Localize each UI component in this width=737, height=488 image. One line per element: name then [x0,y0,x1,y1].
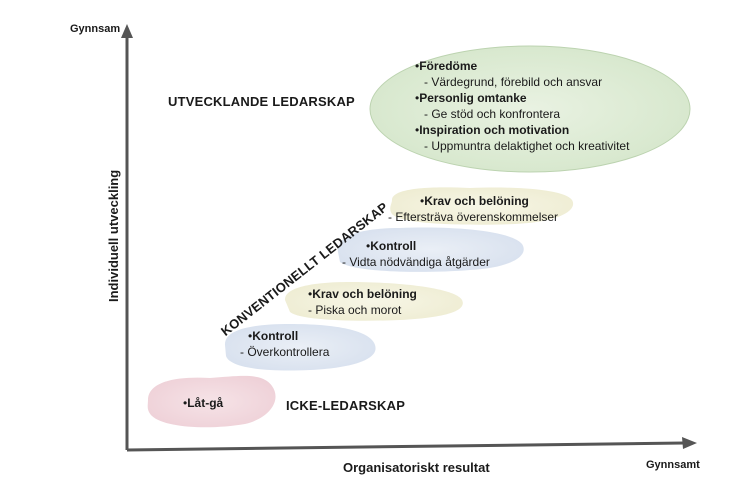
step-blob-3 [337,227,524,272]
list-item-desc: - Uppmuntra delaktighet och kreativitet [424,139,630,153]
y-axis [121,24,133,450]
utvecklande-list: •Föredöme - Värdegrund, förebild och ans… [415,58,629,154]
list-item: •Föredöme [415,59,478,73]
step-blob-4 [390,187,574,225]
list-item: •Inspiration och motivation [415,123,570,137]
icke-heading: ICKE-LEDARSKAP [286,398,406,413]
icke-item: •Låt-gå [183,396,224,410]
step-2: •Krav och belöning - Piska och morot [308,287,417,317]
step-blob-1 [224,324,376,371]
step-3: •Kontroll - Vidta nödvändiga åtgärder [342,239,490,269]
utvecklande-ellipse [369,45,691,173]
x-axis [126,437,697,452]
step-4: •Krav och belöning - Eftersträva överens… [388,194,559,224]
x-axis-end-label: Gynnsamt [646,459,700,471]
list-item-desc: - Värdegrund, förebild och ansvar [424,75,603,89]
step-1: •Kontroll - Överkontrollera [240,329,330,359]
list-item: •Personlig omtanke [415,91,527,105]
list-item-desc: - Ge stöd och konfrontera [424,107,561,121]
step-blob-2 [284,282,463,321]
y-axis-end-label: Gynnsam [70,23,121,35]
utvecklande-heading: UTVECKLANDE LEDARSKAP [168,94,355,109]
icke-blob [147,375,276,428]
y-axis-title: Individuell utveckling [106,169,121,302]
x-axis-title: Organisatoriskt resultat [343,460,490,475]
